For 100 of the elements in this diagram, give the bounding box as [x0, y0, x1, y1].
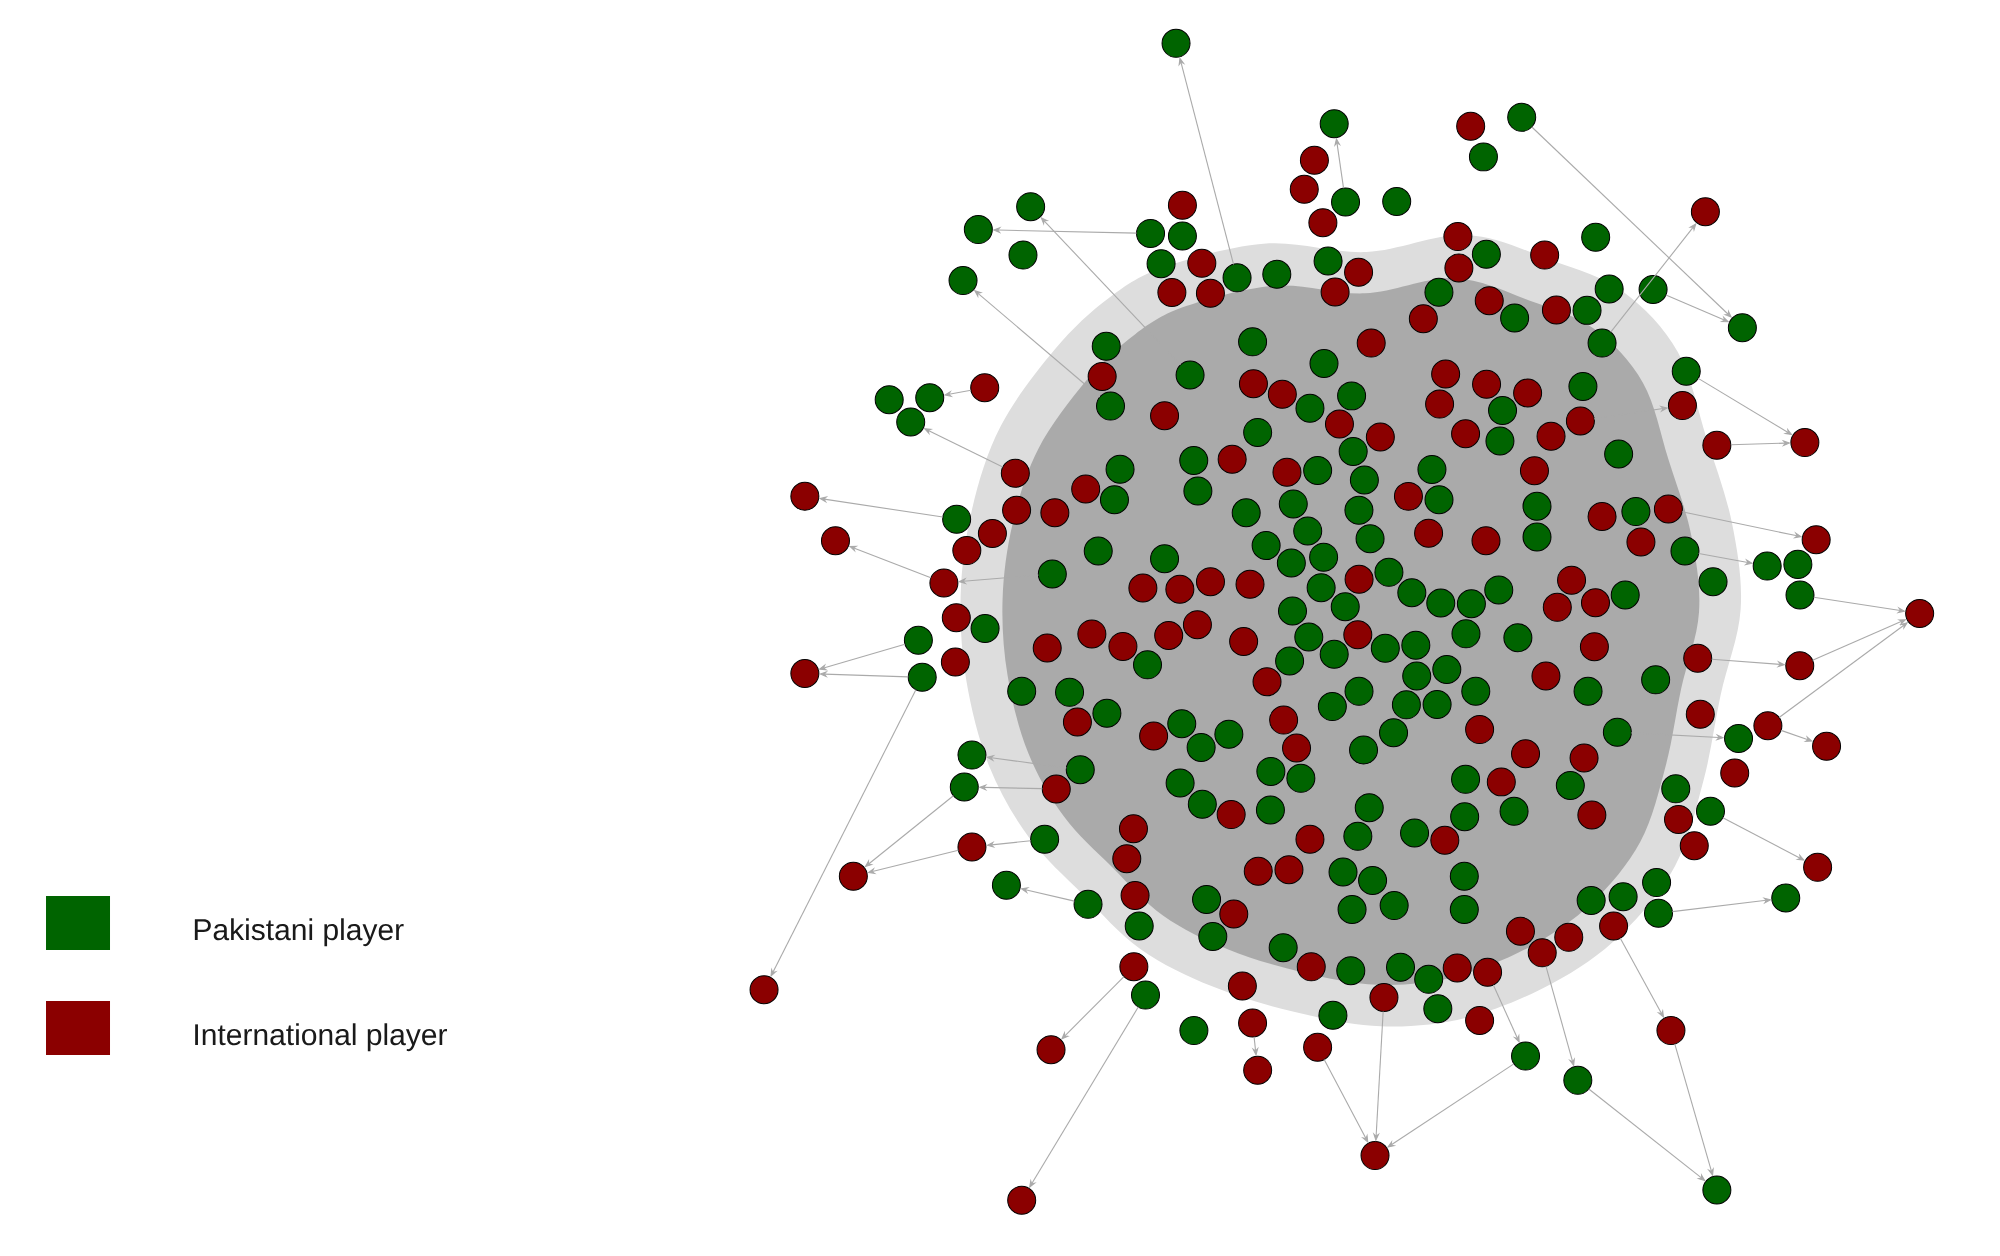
node-circle: [1330, 592, 1360, 622]
node-circle: [1112, 844, 1142, 874]
node-circle: [1167, 709, 1197, 739]
node-circle: [963, 215, 993, 245]
node-circle: [1579, 632, 1609, 662]
node-circle: [1309, 349, 1339, 378]
node-circle: [1343, 620, 1373, 650]
node-circle: [1198, 922, 1228, 951]
node-circle: [1139, 721, 1169, 751]
node-circle: [1299, 145, 1329, 175]
node-circle: [1295, 824, 1325, 854]
node-circle: [970, 614, 1000, 643]
node-circle: [1599, 911, 1629, 941]
node-circle: [1272, 457, 1302, 487]
node-circle: [1400, 818, 1430, 848]
node-circle: [1573, 676, 1603, 706]
node-circle: [1165, 768, 1195, 798]
node-circle: [1183, 476, 1213, 506]
node-circle: [1461, 676, 1491, 706]
node-circle: [1638, 275, 1668, 305]
node-circle: [1604, 439, 1634, 469]
node-circle: [1801, 525, 1831, 555]
node-circle: [1391, 690, 1421, 720]
node-circle: [1555, 770, 1585, 800]
node-circle: [1572, 295, 1602, 325]
node-circle: [1120, 881, 1150, 910]
node-circle: [1511, 1041, 1541, 1071]
node-circle: [1683, 643, 1713, 673]
node-circle: [1422, 690, 1452, 720]
node-circle: [1358, 866, 1388, 895]
node-circle: [1565, 406, 1595, 436]
arrow: [1020, 887, 1075, 902]
node-circle: [1165, 574, 1195, 604]
node-circle: [1161, 28, 1191, 58]
node-circle: [1336, 956, 1366, 986]
node-circle: [1217, 444, 1247, 474]
node-circle: [952, 536, 982, 566]
node-circle: [1303, 455, 1333, 485]
node-circle: [1062, 707, 1092, 737]
node-circle: [1108, 631, 1138, 661]
node-circle: [1671, 356, 1701, 386]
node-circle: [941, 603, 971, 633]
node-circle: [1146, 249, 1176, 279]
node-circle: [1324, 409, 1354, 439]
node-circle: [1319, 639, 1349, 669]
node-circle: [1037, 559, 1067, 589]
node-circle: [1032, 633, 1062, 663]
node-circle: [1569, 743, 1599, 773]
node-circle: [1720, 758, 1750, 788]
node-circle: [1594, 274, 1624, 304]
node-circle: [1131, 980, 1160, 1010]
node-circle: [1150, 401, 1180, 431]
node-circle: [1608, 882, 1638, 912]
node-circle: [896, 407, 926, 437]
node-circle: [1379, 891, 1409, 921]
node-circle: [1530, 240, 1560, 270]
node-circle: [1661, 774, 1691, 804]
node-circle: [1430, 825, 1460, 855]
node-circle: [1542, 592, 1572, 622]
node-circle: [1231, 498, 1261, 528]
node-circle: [1449, 894, 1479, 924]
node-circle: [1274, 855, 1304, 885]
node-circle: [1554, 922, 1584, 952]
node-circle: [1785, 580, 1815, 610]
node-circle: [1268, 933, 1298, 963]
node-circle: [1331, 187, 1361, 217]
node-circle: [1000, 458, 1030, 488]
node-circle: [1753, 711, 1783, 741]
node-circle: [1337, 894, 1367, 924]
node-circle: [991, 870, 1021, 900]
node-circle: [915, 383, 945, 413]
node-circle: [1167, 190, 1197, 220]
node-circle: [1397, 578, 1427, 608]
node-circle: [1349, 735, 1379, 765]
node-circle: [1296, 952, 1326, 982]
node-circle: [1196, 567, 1225, 597]
node-circle: [1092, 698, 1122, 728]
node-circle: [1105, 454, 1135, 484]
node-circle: [948, 266, 978, 296]
node-circle: [1642, 868, 1672, 898]
node-circle: [942, 504, 972, 534]
node-circle: [1087, 362, 1117, 392]
node-circle: [970, 373, 1000, 403]
node-circle: [1783, 549, 1813, 579]
node-circle: [1319, 109, 1349, 139]
node-circle: [1229, 627, 1259, 657]
node-circle: [1354, 793, 1384, 823]
node-circle: [1431, 359, 1461, 389]
node-circle: [1456, 589, 1486, 619]
node-circle: [1355, 524, 1385, 554]
node-circle: [1401, 630, 1431, 660]
node-circle: [1041, 774, 1071, 804]
node-circle: [1577, 800, 1607, 830]
node-circle: [1752, 551, 1782, 581]
node-circle: [1337, 381, 1367, 411]
node-circle: [1278, 489, 1308, 519]
node-circle: [1414, 518, 1444, 548]
node-circle: [1187, 248, 1217, 278]
node-circle: [1267, 379, 1297, 409]
node-circle: [1465, 1005, 1495, 1035]
